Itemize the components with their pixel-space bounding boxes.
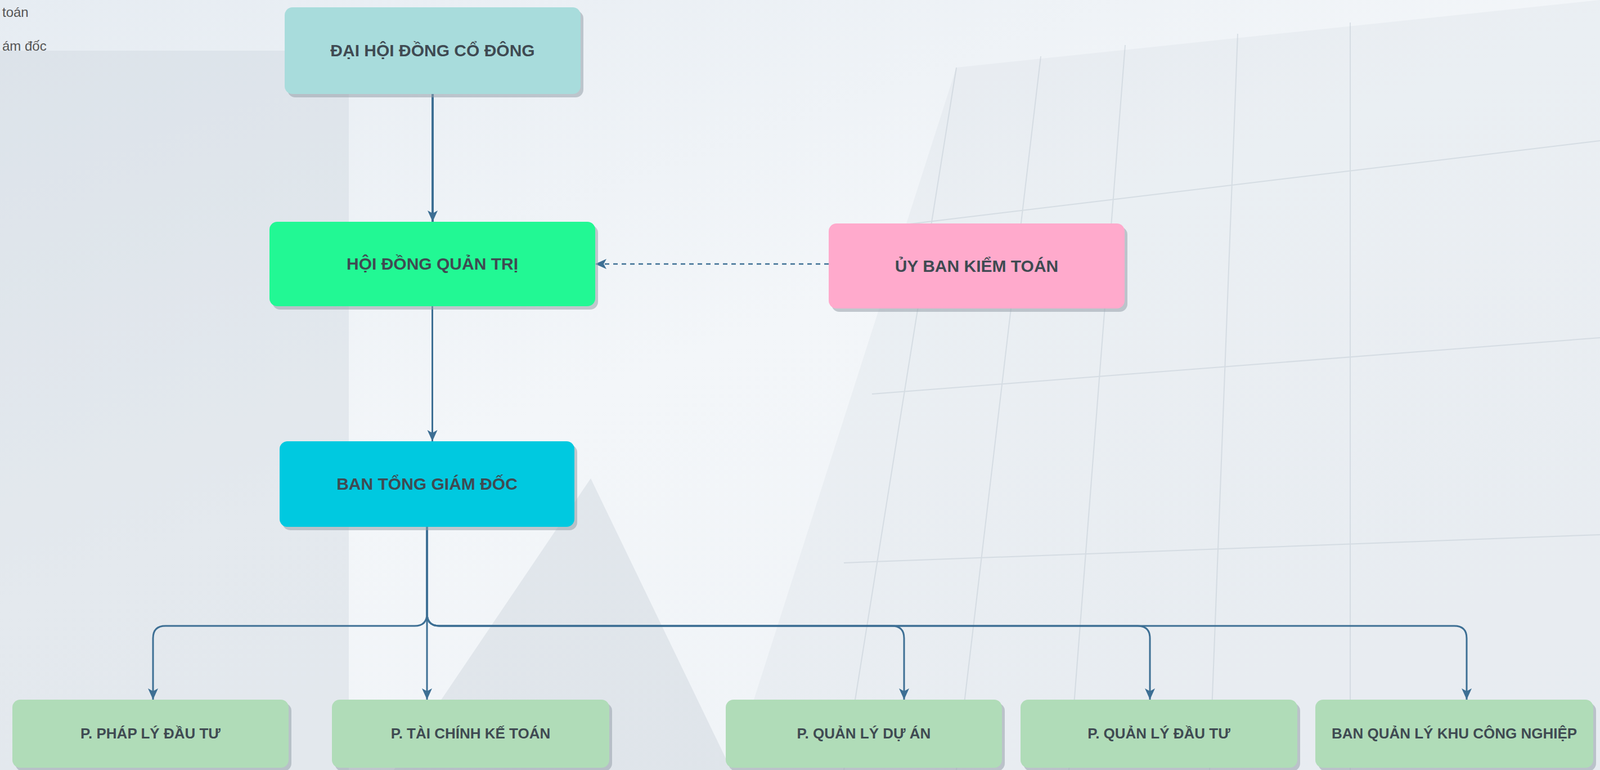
node-label: ĐẠI HỘI ĐỒNG CỔ ĐÔNG [330,40,535,61]
node-label: BAN TỔNG GIÁM ĐỐC [336,473,518,494]
audit-committee-box: ỦY BAN KIỂM TOÁN [828,223,1125,309]
executive-box: BAN TỔNG GIÁM ĐỐC [279,441,575,527]
facade-lines [843,22,1600,770]
node-label: P. QUẢN LÝ ĐẦU TƯ [1087,724,1231,743]
building-right [731,0,1600,770]
node-label: P. QUẢN LÝ DỰ ÁN [797,724,932,743]
connector-arrow [431,306,434,442]
shareholders-box: ĐẠI HỘI ĐỒNG CỔ ĐÔNG [284,7,581,94]
cropped-note: toán [2,4,29,21]
building-left [0,50,349,770]
connector-arrow [153,526,428,700]
node-label: P. TÀI CHÍNH KẾ TOÁN [390,724,551,743]
department-box: P. TÀI CHÍNH KẾ TOÁN [331,699,610,768]
node-label: ỦY BAN KIỂM TOÁN [895,255,1059,277]
connector-arrow [431,93,434,222]
connector-arrow [427,526,1467,700]
node-label: HỘI ĐỒNG QUẢN TRỊ [346,253,519,274]
connector-arrow [427,526,905,700]
department-box: P. QUẢN LÝ ĐẦU TƯ [1020,699,1298,768]
board-box: HỘI ĐỒNG QUẢN TRỊ [269,221,596,307]
department-box: BAN QUẢN LÝ KHU CÔNG NGHIỆP [1315,699,1594,768]
cropped-note: ám đốc [2,38,47,55]
connector-arrow [427,526,1150,700]
department-box: P. QUẢN LÝ DỰ ÁN [725,699,1002,768]
dashed-connector [595,263,829,265]
node-label: P. PHÁP LÝ ĐẦU TƯ [80,724,221,743]
node-label: BAN QUẢN LÝ KHU CÔNG NGHIỆP [1331,724,1577,743]
department-box: P. PHÁP LÝ ĐẦU TƯ [12,699,289,768]
